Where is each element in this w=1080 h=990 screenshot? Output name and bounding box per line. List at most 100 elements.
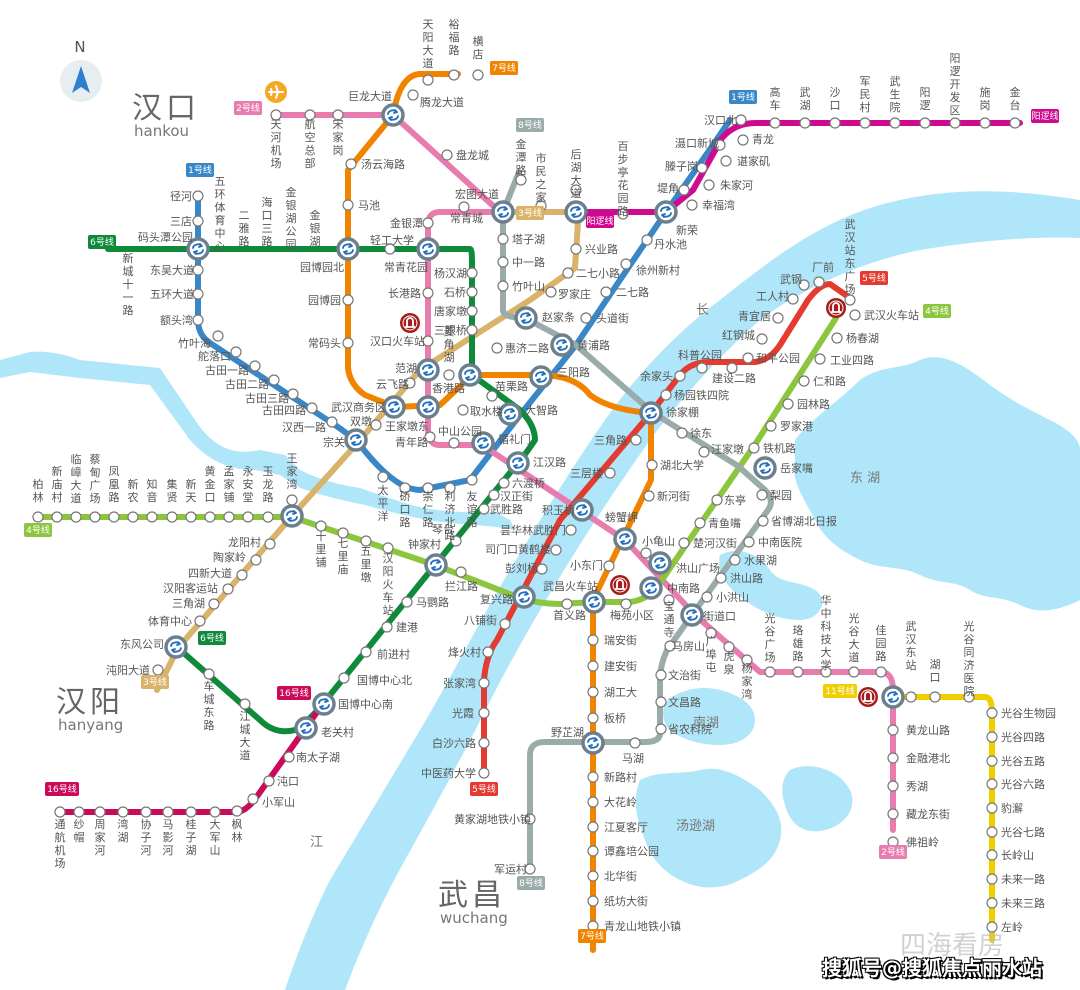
station-label[interactable]: 新河街 [657, 489, 690, 503]
station-label[interactable]: 五里墩 [361, 545, 372, 584]
station-label[interactable]: 军运村 [494, 862, 527, 876]
station-label[interactable]: 宋家岗 [333, 117, 344, 157]
station-label[interactable]: 天河机场 [271, 118, 282, 170]
station-label[interactable]: 武湖 [800, 86, 811, 112]
station-dot[interactable] [742, 352, 754, 364]
station-dot[interactable] [448, 437, 460, 449]
station-dot[interactable] [949, 117, 961, 129]
station-dot[interactable] [466, 474, 478, 486]
station-dot[interactable] [820, 666, 832, 678]
station-label[interactable]: 汉口北 [704, 114, 737, 127]
station-label[interactable]: 五环大道 [150, 287, 194, 301]
station-dot[interactable] [306, 402, 318, 414]
station-label[interactable]: 小东门 [570, 558, 603, 572]
station-dot[interactable] [32, 511, 44, 523]
station-label[interactable]: 六渡桥 [512, 476, 545, 490]
station-dot[interactable] [686, 199, 698, 211]
station-dot[interactable] [562, 267, 574, 279]
transfer-station-icon[interactable] [680, 603, 704, 627]
line-badge-4[interactable]: 4号线 [923, 304, 951, 318]
station-label[interactable]: 石桥 [444, 286, 466, 299]
station-label[interactable]: 马湖 [622, 752, 644, 765]
station-label[interactable]: 汪家墩 [711, 442, 744, 456]
station-dot[interactable] [829, 117, 841, 129]
line-badge-yl[interactable]: 阳逻线 [586, 214, 614, 228]
station-label[interactable]: 舵落口 [198, 349, 231, 363]
station-label[interactable]: 建安街 [604, 659, 637, 673]
station-dot[interactable] [332, 109, 344, 121]
station-dot[interactable] [162, 806, 174, 818]
station-label[interactable]: 沌阳大道 [106, 663, 150, 677]
station-label[interactable]: 湾湖 [118, 817, 129, 844]
station-dot[interactable] [678, 184, 690, 196]
station-dot[interactable] [194, 615, 206, 627]
station-label[interactable]: 余家头 [640, 369, 673, 383]
station-dot[interactable] [342, 337, 354, 349]
station-dot[interactable] [986, 826, 998, 838]
station-dot[interactable] [466, 286, 478, 298]
station-dot[interactable] [561, 598, 573, 610]
station-dot[interactable] [765, 420, 777, 432]
station-label[interactable]: 宝通寺 [664, 599, 675, 639]
station-label[interactable]: 仁和路 [813, 375, 846, 388]
station-dot[interactable] [565, 524, 577, 536]
station-label[interactable]: 七里庙 [338, 537, 349, 576]
transfer-station-label[interactable]: 老关村 [321, 725, 354, 739]
station-dot[interactable] [242, 511, 254, 523]
station-dot[interactable] [444, 482, 456, 494]
station-label[interactable]: 光谷同济医院 [964, 619, 975, 698]
transfer-station-icon[interactable] [382, 395, 406, 419]
station-label[interactable]: 江城大道 [240, 710, 251, 762]
station-dot[interactable] [587, 895, 599, 907]
station-dot[interactable] [407, 89, 419, 101]
station-label[interactable]: 小洪山 [716, 590, 749, 604]
transfer-station-label[interactable]: 黄浦路 [577, 338, 610, 352]
station-dot[interactable] [655, 696, 667, 708]
station-label[interactable]: 湖北大学 [660, 458, 704, 472]
station-label[interactable]: 光霞 [452, 706, 474, 720]
station-label[interactable]: 滠口新城 [675, 136, 719, 150]
station-label[interactable]: 古田三路 [245, 392, 289, 405]
transfer-station-label[interactable]: 范湖 [395, 361, 417, 375]
station-dot[interactable] [655, 669, 667, 681]
station-label[interactable]: 滕子岗 [665, 159, 698, 173]
station-label[interactable]: 未来一路 [1001, 873, 1045, 886]
station-label[interactable]: 二七小路 [576, 267, 620, 280]
transfer-station-label[interactable]: 二雅路 [239, 209, 250, 248]
station-dot[interactable] [287, 388, 299, 400]
station-label[interactable]: 杨家湾 [742, 661, 753, 701]
station-label[interactable]: 东亭 [724, 493, 746, 507]
line-badge-5b[interactable]: 5号线 [470, 782, 498, 796]
station-dot[interactable] [209, 806, 221, 818]
station-dot[interactable] [741, 654, 753, 666]
station-label[interactable]: 周家河 [95, 818, 106, 857]
station-label[interactable]: 丹水池 [654, 238, 687, 251]
station-label[interactable]: 纸坊大街 [604, 894, 648, 908]
station-label[interactable]: 新路村 [604, 770, 637, 784]
station-dot[interactable] [381, 621, 393, 633]
station-dot[interactable] [146, 511, 158, 523]
line-badge-2b[interactable]: 2号线 [879, 845, 907, 859]
station-label[interactable]: 桂子湖 [186, 817, 197, 857]
station-dot[interactable] [545, 286, 557, 298]
station-dot[interactable] [603, 560, 615, 572]
station-label[interactable]: 琴台 [432, 522, 454, 536]
station-label[interactable]: 工人村 [756, 289, 789, 303]
transfer-station-icon[interactable] [753, 456, 777, 480]
station-label[interactable]: 青宜居 [738, 309, 771, 323]
station-label[interactable]: 徐东 [690, 426, 712, 440]
station-label[interactable]: 四新大道 [188, 566, 232, 580]
station-label[interactable]: 彭刘杨 [505, 561, 538, 575]
station-dot[interactable] [326, 416, 338, 428]
station-dot[interactable] [963, 691, 975, 703]
station-dot[interactable] [249, 360, 261, 372]
transfer-station-label[interactable]: 金银湖 [310, 208, 321, 248]
station-label[interactable]: 新庙村 [52, 464, 63, 504]
station-dot[interactable] [192, 288, 204, 300]
station-label[interactable]: 豹澥 [1001, 801, 1023, 815]
station-dot[interactable] [466, 305, 478, 317]
station-label[interactable]: 黄龙山路 [906, 723, 950, 737]
station-dot[interactable] [491, 342, 503, 354]
station-label[interactable]: 文治街 [668, 668, 701, 682]
station-dot[interactable] [384, 243, 396, 255]
